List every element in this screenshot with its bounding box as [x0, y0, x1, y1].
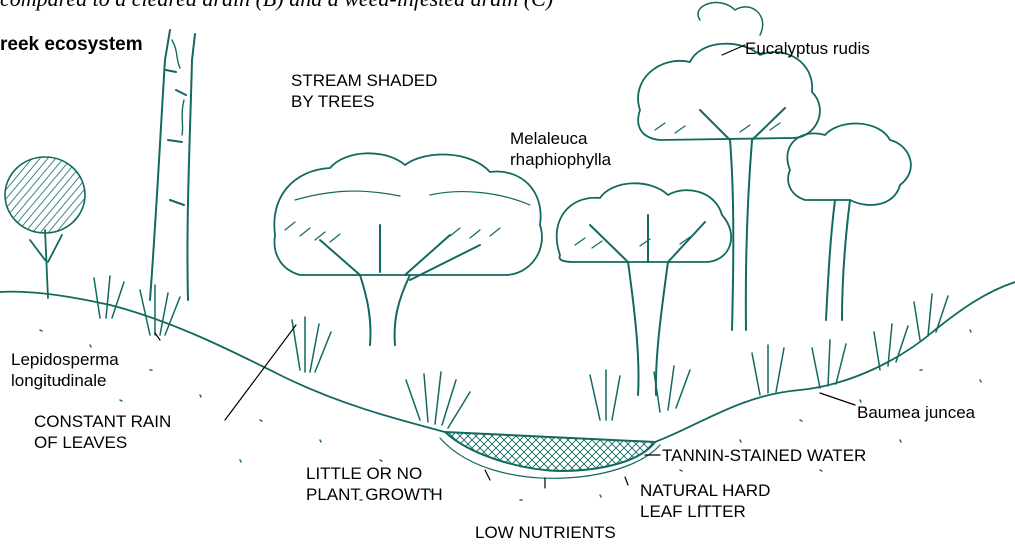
left-shrub-canopy — [5, 157, 85, 233]
dead-trunk — [150, 30, 195, 300]
rushes — [94, 276, 948, 428]
right-tree-trunk — [826, 200, 850, 320]
right-tree-canopy — [787, 124, 911, 205]
label-low-nutrients: LOW NUTRIENTS — [475, 522, 616, 543]
soil-speckles — [40, 330, 981, 507]
label-tannin: TANNIN-STAINED WATER — [662, 445, 866, 466]
label-little-growth: LITTLE OR NO PLANT GROWTH — [306, 463, 443, 505]
melaleuca-trunk — [590, 215, 705, 395]
label-melaleuca: Melaleuca rhaphiophylla — [510, 128, 611, 170]
label-constant-rain: CONSTANT RAIN OF LEAVES — [34, 411, 171, 453]
central-tree-canopy — [274, 153, 542, 275]
stream-water — [445, 432, 655, 471]
label-pointers — [155, 45, 855, 488]
eucalyptus-trunk — [700, 108, 785, 330]
label-hard-leaf: NATURAL HARD LEAF LITTER — [640, 480, 770, 522]
label-stream-shaded: STREAM SHADED BY TREES — [291, 70, 437, 112]
label-baumea: Baumea juncea — [857, 402, 975, 423]
label-eucalyptus: Eucalyptus rudis — [745, 38, 870, 59]
central-tree-trunk — [320, 225, 480, 345]
label-lepidosperma: Lepidosperma longitudinale — [11, 349, 119, 391]
